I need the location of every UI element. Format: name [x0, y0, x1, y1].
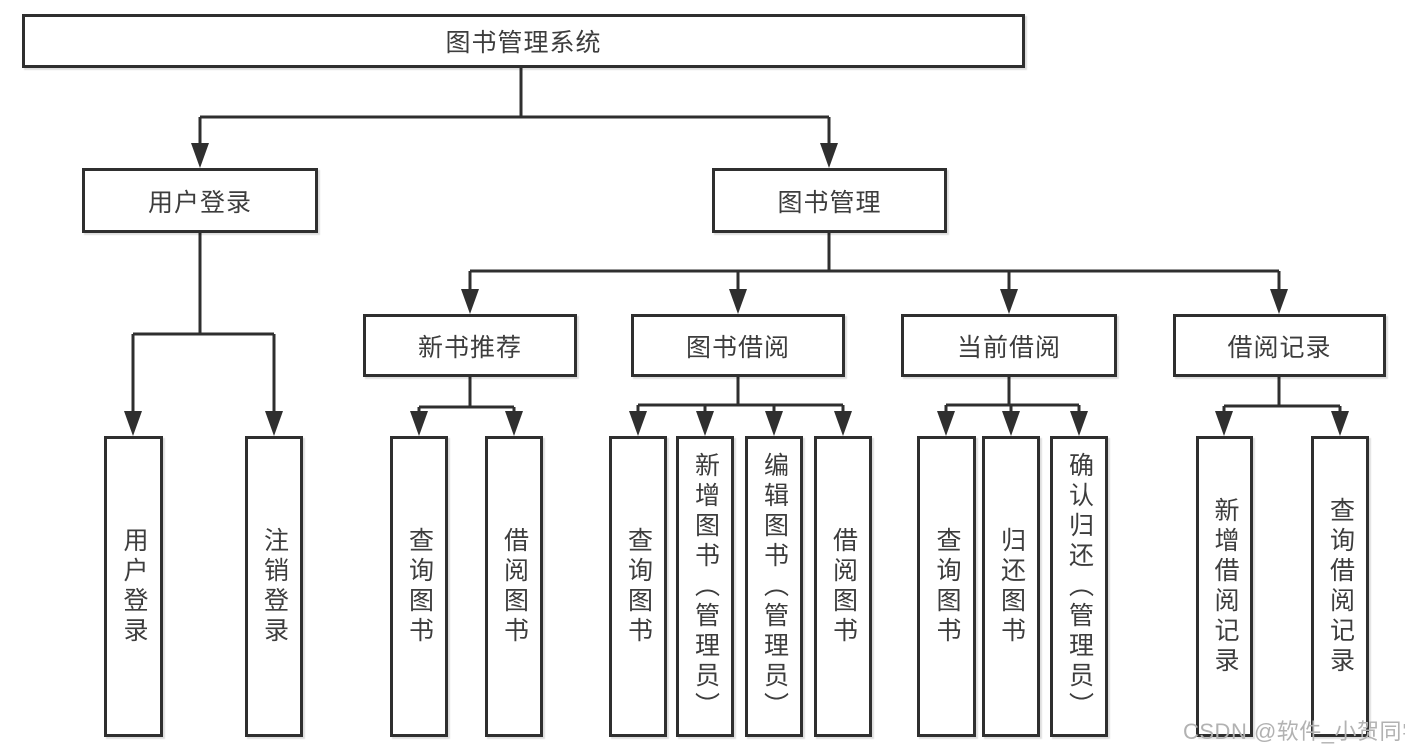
leaf-borrow-query-books: 查询图书: [609, 436, 667, 737]
leaf-newbook-borrow-books: 借阅图书: [485, 436, 543, 737]
node-book-management: 图书管理: [712, 168, 947, 233]
leaf-current-confirm-return-admin: 确认归还（管理员）: [1050, 436, 1108, 737]
arrowheads: [124, 143, 1349, 436]
leaf-newbook-query-books: 查询图书: [390, 436, 448, 737]
leaf-current-return-books: 归还图书: [982, 436, 1040, 737]
node-book-borrowing: 图书借阅: [631, 314, 845, 377]
leaf-logout: 注销登录: [245, 436, 303, 737]
leaf-current-query-books: 查询图书: [917, 436, 976, 737]
node-borrowing-records: 借阅记录: [1173, 314, 1386, 377]
node-current-borrowing: 当前借阅: [901, 314, 1117, 377]
leaf-borrow-borrow-books: 借阅图书: [814, 436, 872, 737]
node-library-system: 图书管理系统: [22, 14, 1025, 68]
leaf-borrow-edit-books-admin: 编辑图书（管理员）: [745, 436, 803, 737]
watermark: CSDN @软件_小贺同学: [1183, 719, 1405, 744]
node-new-book-recommend: 新书推荐: [363, 314, 577, 377]
leaf-borrow-add-books-admin: 新增图书（管理员）: [676, 436, 734, 737]
leaf-records-query-record: 查询借阅记录: [1311, 436, 1369, 737]
node-user-login: 用户登录: [82, 168, 318, 233]
leaf-user-login: 用户登录: [104, 436, 163, 737]
leaf-records-add-record: 新增借阅记录: [1196, 436, 1253, 737]
